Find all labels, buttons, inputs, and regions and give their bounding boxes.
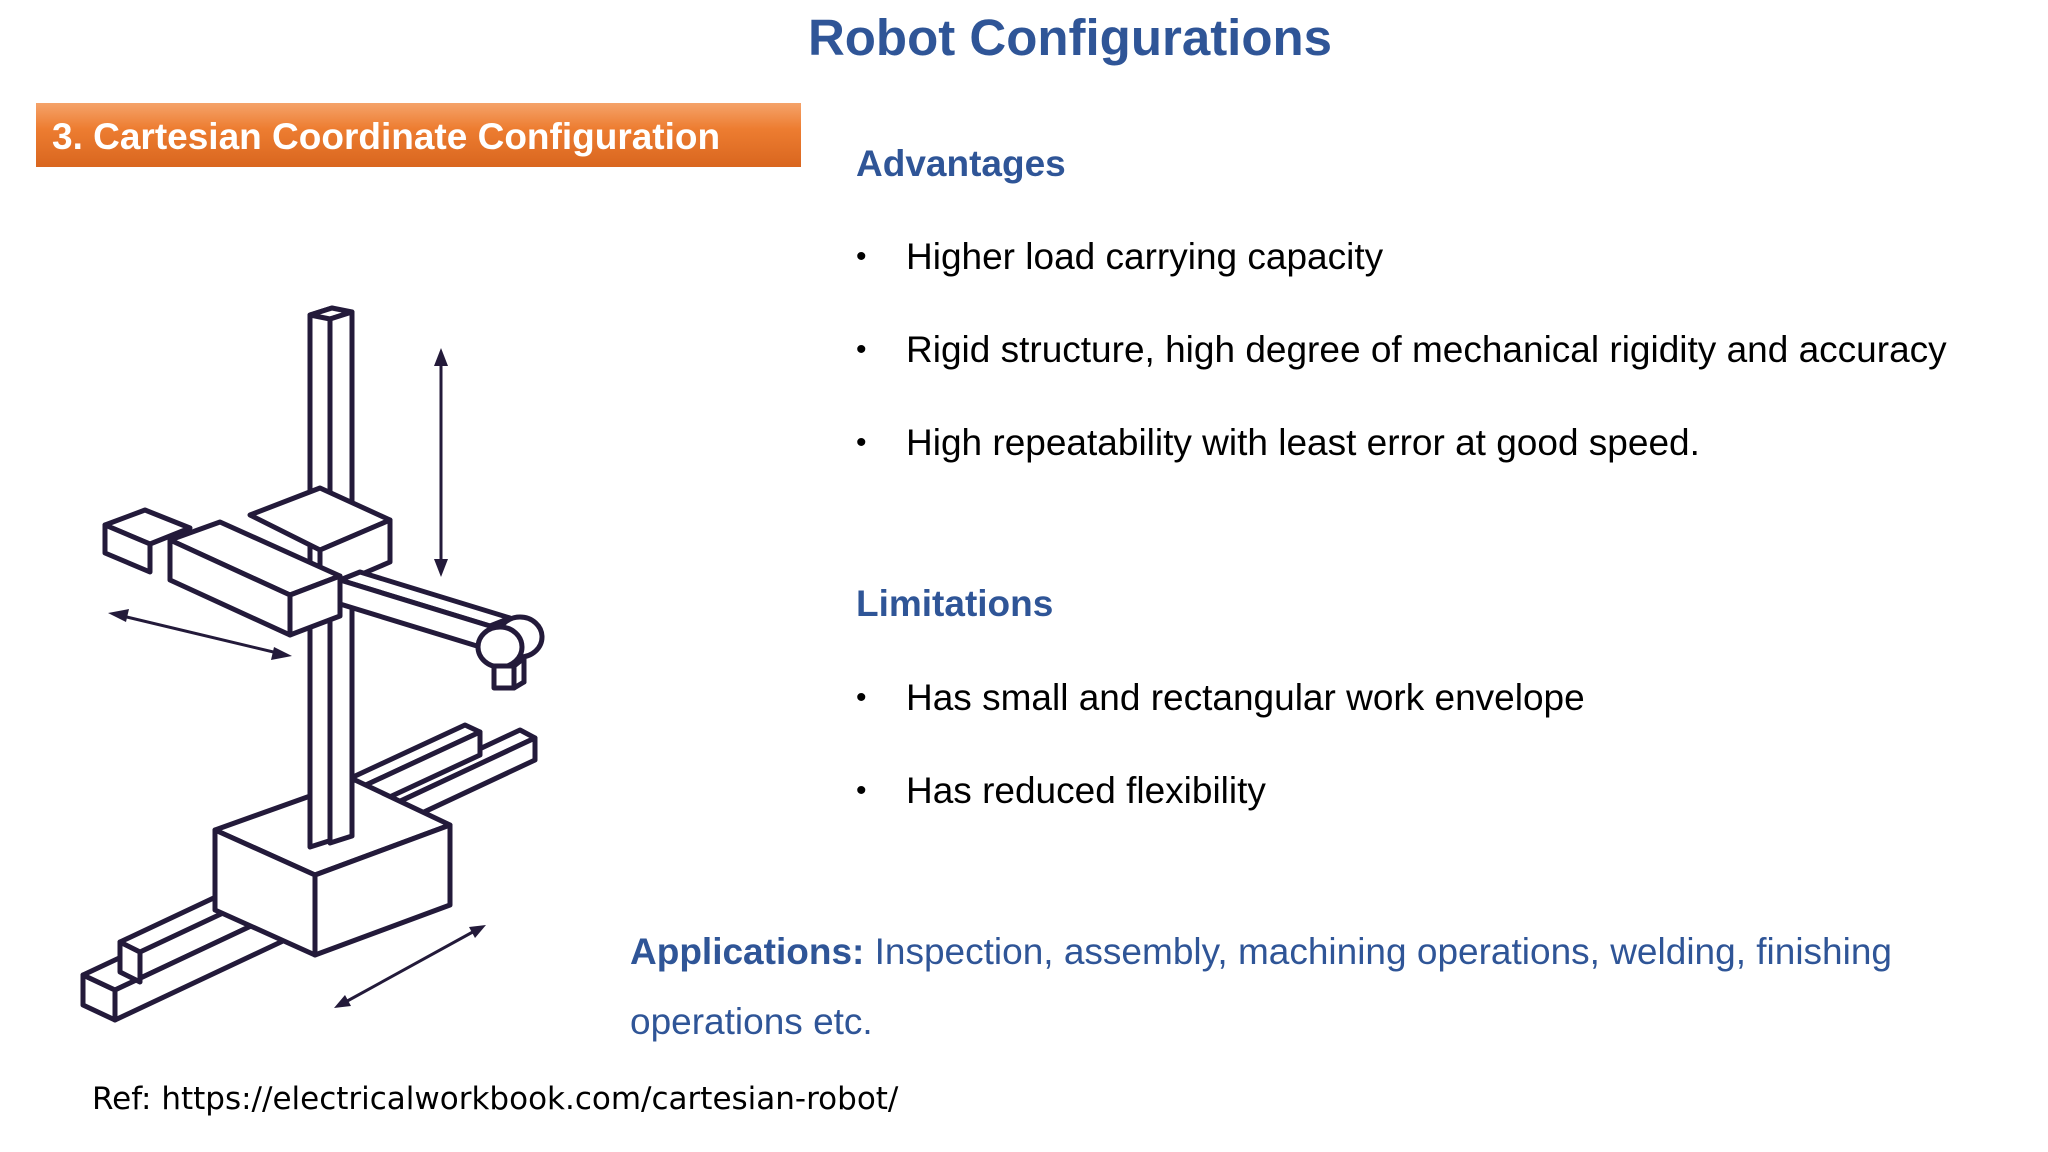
advantages-list: • Higher load carrying capacity • Rigid … [856, 235, 1947, 514]
reference-link[interactable]: Ref: https://electricalworkbook.com/cart… [92, 1081, 899, 1117]
advantage-text: Rigid structure, high degree of mechanic… [906, 329, 1947, 370]
list-item: • Higher load carrying capacity [856, 235, 1947, 279]
limitation-text: Has small and rectangular work envelope [906, 677, 1585, 718]
bullet-icon: • [856, 333, 867, 366]
cross-arm-back [102, 507, 193, 575]
cross-arm-front [337, 569, 513, 653]
applications-paragraph: Applications: Inspection, assembly, mach… [630, 917, 2010, 1057]
cartesian-robot-diagram [80, 305, 545, 1023]
section-banner: 3. Cartesian Coordinate Configuration [36, 103, 801, 167]
limitations-list: • Has small and rectangular work envelop… [856, 676, 1585, 862]
advantage-text: High repeatability with least error at g… [906, 422, 1700, 463]
applications-label: Applications: [630, 931, 865, 972]
bullet-icon: • [856, 426, 867, 459]
motion-arrows [108, 348, 486, 1008]
limitation-text: Has reduced flexibility [906, 770, 1266, 811]
list-item: • Has reduced flexibility [856, 769, 1585, 813]
advantages-heading: Advantages [856, 143, 1066, 184]
applications-text: Inspection, assembly, machining operatio… [630, 931, 1892, 1042]
list-item: • Has small and rectangular work envelop… [856, 676, 1585, 720]
page-title: Robot Configurations [807, 9, 1333, 66]
arm-carriage [167, 519, 343, 638]
bullet-icon: • [856, 681, 867, 714]
limitations-heading: Limitations [856, 583, 1054, 624]
advantage-text: Higher load carrying capacity [906, 236, 1384, 277]
end-effector [475, 614, 545, 691]
list-item: • Rigid structure, high degree of mechan… [856, 328, 1947, 372]
bullet-icon: • [856, 240, 867, 273]
bullet-icon: • [856, 774, 867, 807]
list-item: • High repeatability with least error at… [856, 421, 1947, 465]
